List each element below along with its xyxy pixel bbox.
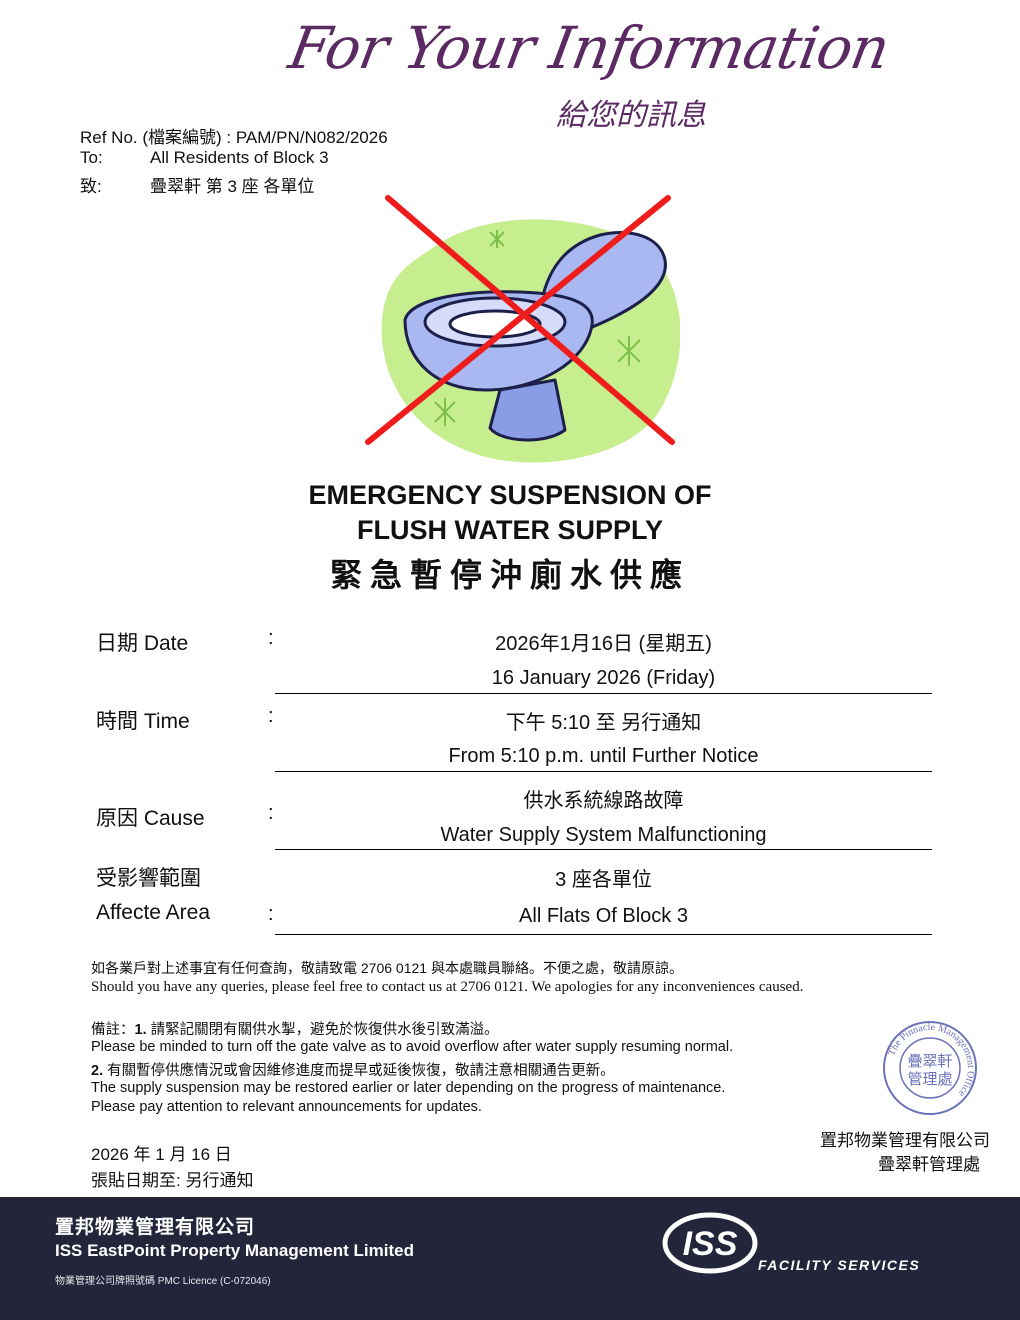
area-colon: :: [268, 903, 274, 925]
footer-company-zh: 置邦物業管理有限公司: [55, 1217, 256, 1238]
cause-value-en: Water Supply System Malfunctioning: [440, 824, 767, 846]
to-en-value: All Residents of Block 3: [150, 148, 329, 167]
to-en-label: To:: [80, 148, 103, 167]
area-label-en: Affecte Area: [96, 901, 211, 924]
area-value-en: All Flats Of Block 3: [519, 905, 688, 927]
date-value-zh: 2026年1月16日 (星期五): [495, 633, 712, 655]
time-colon: :: [268, 705, 274, 727]
time-label: 時間 Time: [96, 710, 190, 733]
date-divider: [275, 693, 932, 694]
notice-date: 2026 年 1 月 16 日: [91, 1145, 232, 1164]
query-note-en: Should you have any queries, please feel…: [91, 979, 804, 995]
remark-2-en-line1: The supply suspension may be restored ea…: [91, 1080, 726, 1096]
time-divider: [275, 771, 932, 772]
remark-1-zh-text: 請緊記關閉有關供水掣，避免於恢復供水後引致滿溢。: [146, 1022, 499, 1038]
cause-colon: :: [268, 802, 274, 824]
footer-company-en: ISS EastPoint Property Management Limite…: [55, 1241, 414, 1260]
to-zh-value: 疊翠軒 第 3 座 各單位: [150, 177, 315, 196]
remark-2-zh-text: 有關暫停供應情況或會因維修進度而提早或延後恢復，敬請注意相關通告更新。: [103, 1063, 615, 1079]
notice-title-line2: FLUSH WATER SUPPLY: [356, 515, 664, 545]
notice-title-zh: 緊急暫停沖廁水供應: [329, 557, 690, 593]
footer-licence: 物業管理公司牌照號碼 PMC Licence (C-072046): [55, 1276, 271, 1287]
header-script-subtitle: 給您的訊息: [556, 98, 706, 133]
cause-label: 原因 Cause: [96, 807, 205, 830]
query-note-zh: 如各業戶對上述事宜有任何查詢，敬請致電 2706 0121 與本處職員聯絡。不便…: [91, 960, 683, 976]
stamp-outer-ring: [883, 1021, 977, 1115]
time-value-zh: 下午 5:10 至 另行通知: [505, 712, 702, 734]
date-label: 日期 Date: [96, 632, 189, 655]
remark-2-number: 2.: [91, 1063, 104, 1079]
red-cross-mark: [365, 195, 675, 445]
cause-value-zh: 供水系統線路故障: [523, 790, 684, 812]
iss-logo-text: ISS: [683, 1225, 738, 1263]
area-label-zh: 受影響範圍: [96, 867, 201, 890]
sparkle-decoration: [434, 230, 641, 426]
time-value-en: From 5:10 p.m. until Further Notice: [448, 745, 759, 767]
signature-company: 置邦物業管理有限公司: [820, 1131, 990, 1150]
remark-2-zh: 2. 有關暫停供應情況或會因維修進度而提早或延後恢復，敬請注意相關通告更新。: [91, 1059, 615, 1080]
to-zh-label: 致:: [80, 177, 102, 196]
remark-1-zh: 備註：1. 請緊記關閉有關供水掣，避免於恢復供水後引致滿溢。: [91, 1018, 499, 1039]
area-divider: [275, 934, 932, 935]
area-value-zh: 3 座各單位: [555, 869, 652, 891]
header-script-title: For Your Information: [284, 14, 894, 82]
cause-divider: [275, 849, 932, 850]
signature-office: 疊翠軒管理處: [878, 1155, 980, 1174]
stamp-center-line1: 疊翠軒: [907, 1052, 952, 1070]
posting-until: 張貼日期至: 另行通知: [91, 1171, 254, 1190]
notice-title-line1: EMERGENCY SUSPENSION OF: [308, 480, 712, 510]
remark-1-number: 1.: [134, 1022, 147, 1038]
management-office-stamp: The Pinnacle Management Office 疊翠軒 管理處: [883, 1021, 977, 1115]
iss-logo-icon: ISS: [662, 1212, 758, 1274]
date-colon: :: [268, 627, 274, 649]
remark-1-en: Please be minded to turn off the gate va…: [91, 1039, 734, 1055]
footer-bar: [0, 1197, 1020, 1320]
reference-number: Ref No. (檔案編號) : PAM/PN/N082/2026: [80, 128, 388, 147]
iss-facility-services: FACILITY SERVICES: [758, 1257, 921, 1273]
stamp-center-line2: 管理處: [907, 1070, 952, 1088]
remark-prefix: 備註：: [91, 1022, 135, 1038]
date-value-en: 16 January 2026 (Friday): [491, 667, 716, 689]
no-toilet-illustration: [365, 195, 680, 463]
toilet-icon: [403, 231, 667, 442]
remark-2-en-line2: Please pay attention to relevant announc…: [91, 1099, 482, 1115]
stamp-inner-ring: [899, 1037, 961, 1099]
